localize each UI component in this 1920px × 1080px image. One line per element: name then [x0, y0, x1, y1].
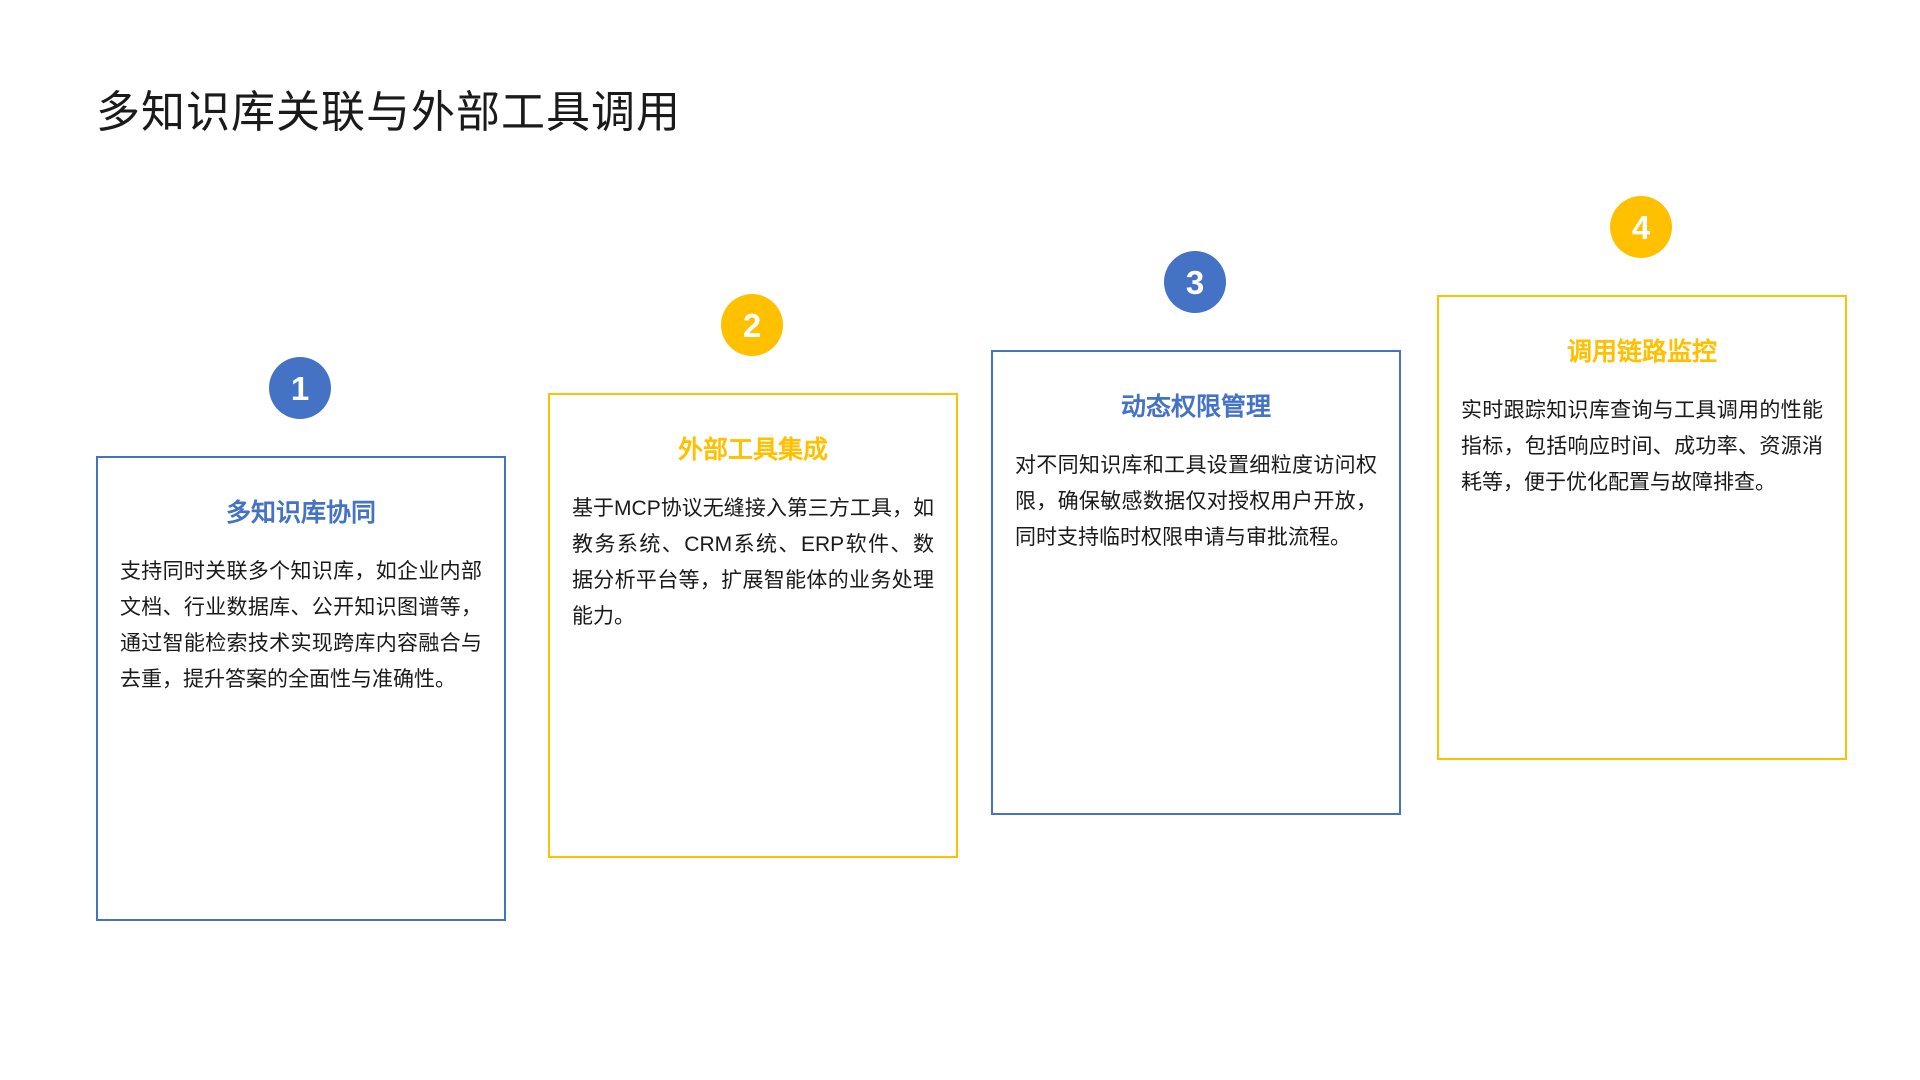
feature-card-4[interactable]: 调用链路监控 实时跟踪知识库查询与工具调用的性能指标，包括响应时间、成功率、资源… — [1437, 295, 1847, 760]
step-number-label-1: 1 — [290, 369, 310, 407]
feature-card-title-3: 动态权限管理 — [1120, 393, 1271, 421]
step-number-label-4: 4 — [1631, 208, 1651, 246]
step-number-label-3: 3 — [1185, 263, 1205, 301]
feature-card-title-4: 调用链路监控 — [1566, 338, 1717, 366]
page-title: 多知识库关联与外部工具调用 — [96, 88, 681, 138]
feature-card-title-1: 多知识库协同 — [225, 499, 376, 527]
feature-card-3[interactable]: 动态权限管理 对不同知识库和工具设置细粒度访问权限，确保敏感数据仅对授权用户开放… — [991, 350, 1401, 815]
step-number-badge-3: 3 — [1164, 251, 1226, 313]
step-number-badge-1: 1 — [269, 357, 331, 419]
feature-card-title-2: 外部工具集成 — [677, 436, 828, 464]
feature-card-body-3: 对不同知识库和工具设置细粒度访问权限，确保敏感数据仅对授权用户开放，同时支持临时… — [1015, 454, 1377, 550]
feature-card-2[interactable]: 外部工具集成 基于MCP协议无缝接入第三方工具，如教务系统、CRM系统、ERP软… — [548, 393, 958, 858]
step-number-badge-4: 4 — [1610, 196, 1672, 258]
feature-card-body-4: 实时跟踪知识库查询与工具调用的性能指标，包括响应时间、成功率、资源消耗等，便于优… — [1461, 399, 1823, 495]
feature-card-body-1: 支持同时关联多个知识库，如企业内部文档、行业数据库、公开知识图谱等，通过智能检索… — [120, 560, 482, 692]
step-number-label-2: 2 — [742, 306, 762, 344]
step-number-badge-2: 2 — [721, 294, 783, 356]
feature-card-body-2: 基于MCP协议无缝接入第三方工具，如教务系统、CRM系统、ERP软件、数据分析平… — [572, 497, 934, 629]
feature-card-1[interactable]: 多知识库协同 支持同时关联多个知识库，如企业内部文档、行业数据库、公开知识图谱等… — [96, 456, 506, 921]
